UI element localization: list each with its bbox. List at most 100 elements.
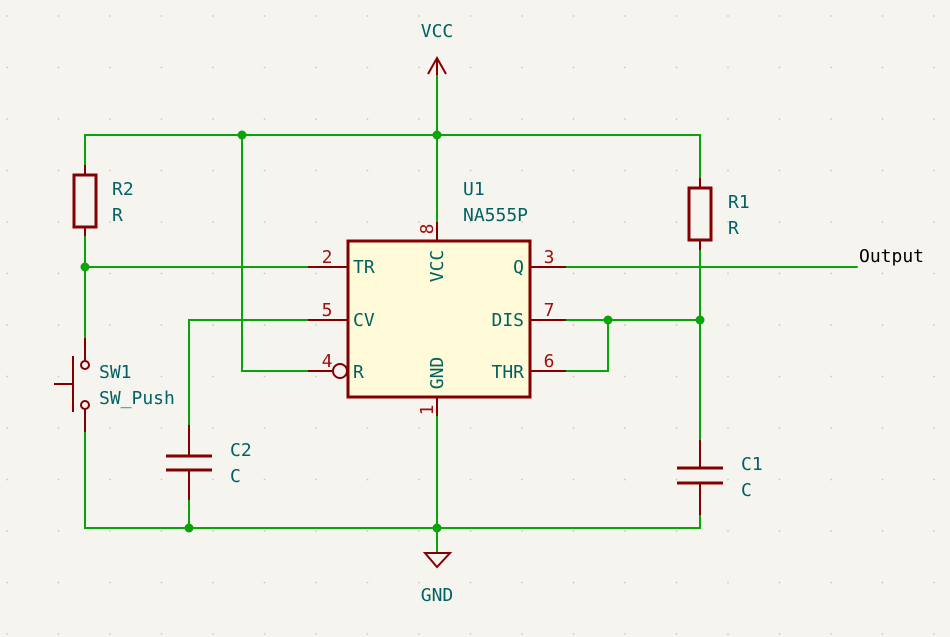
grid-dot (57, 324, 60, 326)
grid-dot (778, 15, 781, 17)
grid-dot (521, 478, 523, 481)
grid-dot (109, 221, 111, 223)
grid-dot (263, 478, 266, 481)
junction-dot[interactable] (80, 262, 90, 272)
gnd-power-symbol[interactable]: GND (421, 552, 454, 606)
u1-ne555-symbol[interactable]: 2 5 4 3 7 6 8 1 TR CV R Q DIS THR VCC GN… (308, 179, 566, 416)
grid-dot (6, 478, 8, 481)
grid-dot (830, 169, 832, 172)
grid-dot (109, 66, 111, 69)
grid-dot (675, 633, 678, 635)
c2-capacitor-symbol[interactable]: C2 C (166, 425, 252, 500)
grid-dot (624, 427, 626, 429)
grid-dot (778, 530, 781, 532)
grid-dot (315, 375, 317, 378)
u1-pin-name-vcc: VCC (427, 250, 448, 283)
grid-dot (366, 633, 369, 635)
junction-dot[interactable] (432, 523, 442, 533)
grid-dot (366, 581, 369, 584)
grid-dot (727, 15, 729, 17)
grid-dot (315, 118, 317, 120)
grid-dot (675, 375, 678, 378)
grid-dot (933, 633, 935, 635)
grid-dot (418, 427, 420, 429)
grid-dot (933, 15, 935, 17)
grid-dot (572, 633, 575, 635)
u1-pin-name-thr: THR (491, 362, 524, 383)
grid-dot (727, 581, 729, 584)
grid-dot (675, 169, 678, 172)
wire-thr[interactable] (565, 319, 609, 372)
grid-dot (624, 581, 626, 584)
sw1-value: SW_Push (99, 388, 175, 409)
junction-dot[interactable] (603, 315, 613, 325)
grid-dot (212, 478, 214, 481)
r2-resistor-symbol[interactable]: R2 R (72, 165, 134, 236)
grid-dot (109, 633, 111, 635)
grid-dot (830, 633, 832, 635)
c1-value: C (741, 480, 752, 501)
grid-dot (57, 221, 60, 223)
u1-pin-name-r: R (353, 362, 364, 383)
junction-dot[interactable] (237, 130, 247, 140)
grid-dot (881, 530, 884, 532)
grid-dot (469, 427, 472, 429)
grid-dot (521, 581, 523, 584)
junction-dot[interactable] (695, 315, 705, 325)
grid-dot (160, 118, 163, 120)
grid-dot (263, 375, 266, 378)
grid-dot (778, 169, 781, 172)
wire-bottom-gnd-rail[interactable] (84, 409, 701, 529)
grid-dot (624, 530, 626, 532)
wire-vcc-top-rail[interactable] (84, 134, 701, 189)
grid-dot (315, 272, 317, 275)
grid-dot (315, 478, 317, 481)
grid-dot (881, 375, 884, 378)
grid-dot (366, 530, 369, 532)
vcc-power-symbol[interactable]: VCC (421, 21, 454, 75)
grid-dot (160, 15, 163, 17)
grid-dot (624, 221, 626, 223)
u1-pin4-inversion-bubble (332, 363, 348, 379)
grid-dot (57, 375, 60, 378)
grid-dot (212, 633, 214, 635)
u1-pin-name-cv: CV (353, 310, 375, 331)
grid-dot (315, 530, 317, 532)
r2-value: R (112, 205, 123, 226)
r2-reference: R2 (112, 179, 134, 200)
grid-dot (727, 375, 729, 378)
wire-reset[interactable] (241, 134, 309, 372)
grid-dot (6, 633, 8, 635)
grid-dot (881, 169, 884, 172)
grid-dot (418, 530, 420, 532)
grid-dot (933, 324, 935, 326)
vcc-arrow-icon (427, 55, 447, 75)
grid-dot (315, 66, 317, 69)
junction-dot[interactable] (184, 523, 194, 533)
grid-dot (418, 633, 420, 635)
grid-dot (830, 221, 832, 223)
grid-dot (263, 530, 266, 532)
wire-cv[interactable] (188, 319, 309, 426)
grid-dot (469, 118, 472, 120)
grid-dot (830, 478, 832, 481)
grid-dot (778, 324, 781, 326)
r1-value: R (728, 218, 739, 239)
grid-dot (933, 375, 935, 378)
grid-dot (572, 118, 575, 120)
wires (84, 74, 858, 554)
grid-dot (830, 66, 832, 69)
u1-body (346, 239, 532, 399)
c1-capacitor-symbol[interactable]: C1 C (677, 440, 763, 515)
grid-dot (6, 15, 8, 17)
grid-dot (778, 272, 781, 275)
grid-dot (778, 478, 781, 481)
output-net-label[interactable]: Output (859, 246, 924, 267)
u1-pin6-number: 6 (544, 351, 555, 372)
grid-dot (521, 530, 523, 532)
junction-dot[interactable] (432, 130, 442, 140)
r1-resistor-symbol[interactable]: R1 R (687, 178, 750, 250)
grid-dot (624, 375, 626, 378)
sw1-pushbutton-symbol[interactable]: SW1 SW_Push (54, 338, 175, 432)
